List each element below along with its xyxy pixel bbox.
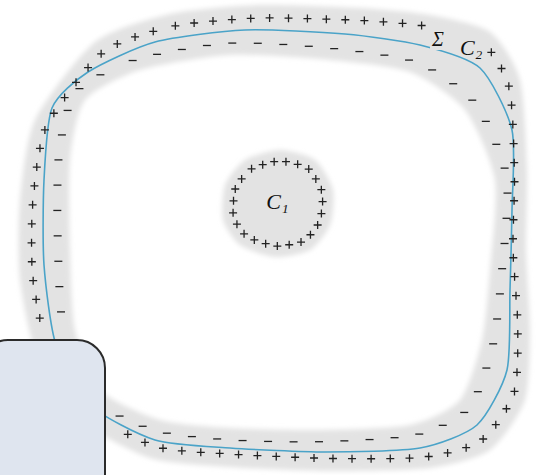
conductor-label: C₁ bbox=[266, 190, 288, 214]
charge-marks bbox=[229, 158, 327, 250]
conductor-body bbox=[222, 150, 333, 257]
conductor-label: C₂ bbox=[460, 36, 482, 60]
overlay-panel bbox=[0, 340, 105, 475]
surface-label: Σ bbox=[430, 28, 446, 50]
gaussian-surface bbox=[43, 30, 514, 452]
inner-conductor: C₁ bbox=[215, 145, 340, 260]
